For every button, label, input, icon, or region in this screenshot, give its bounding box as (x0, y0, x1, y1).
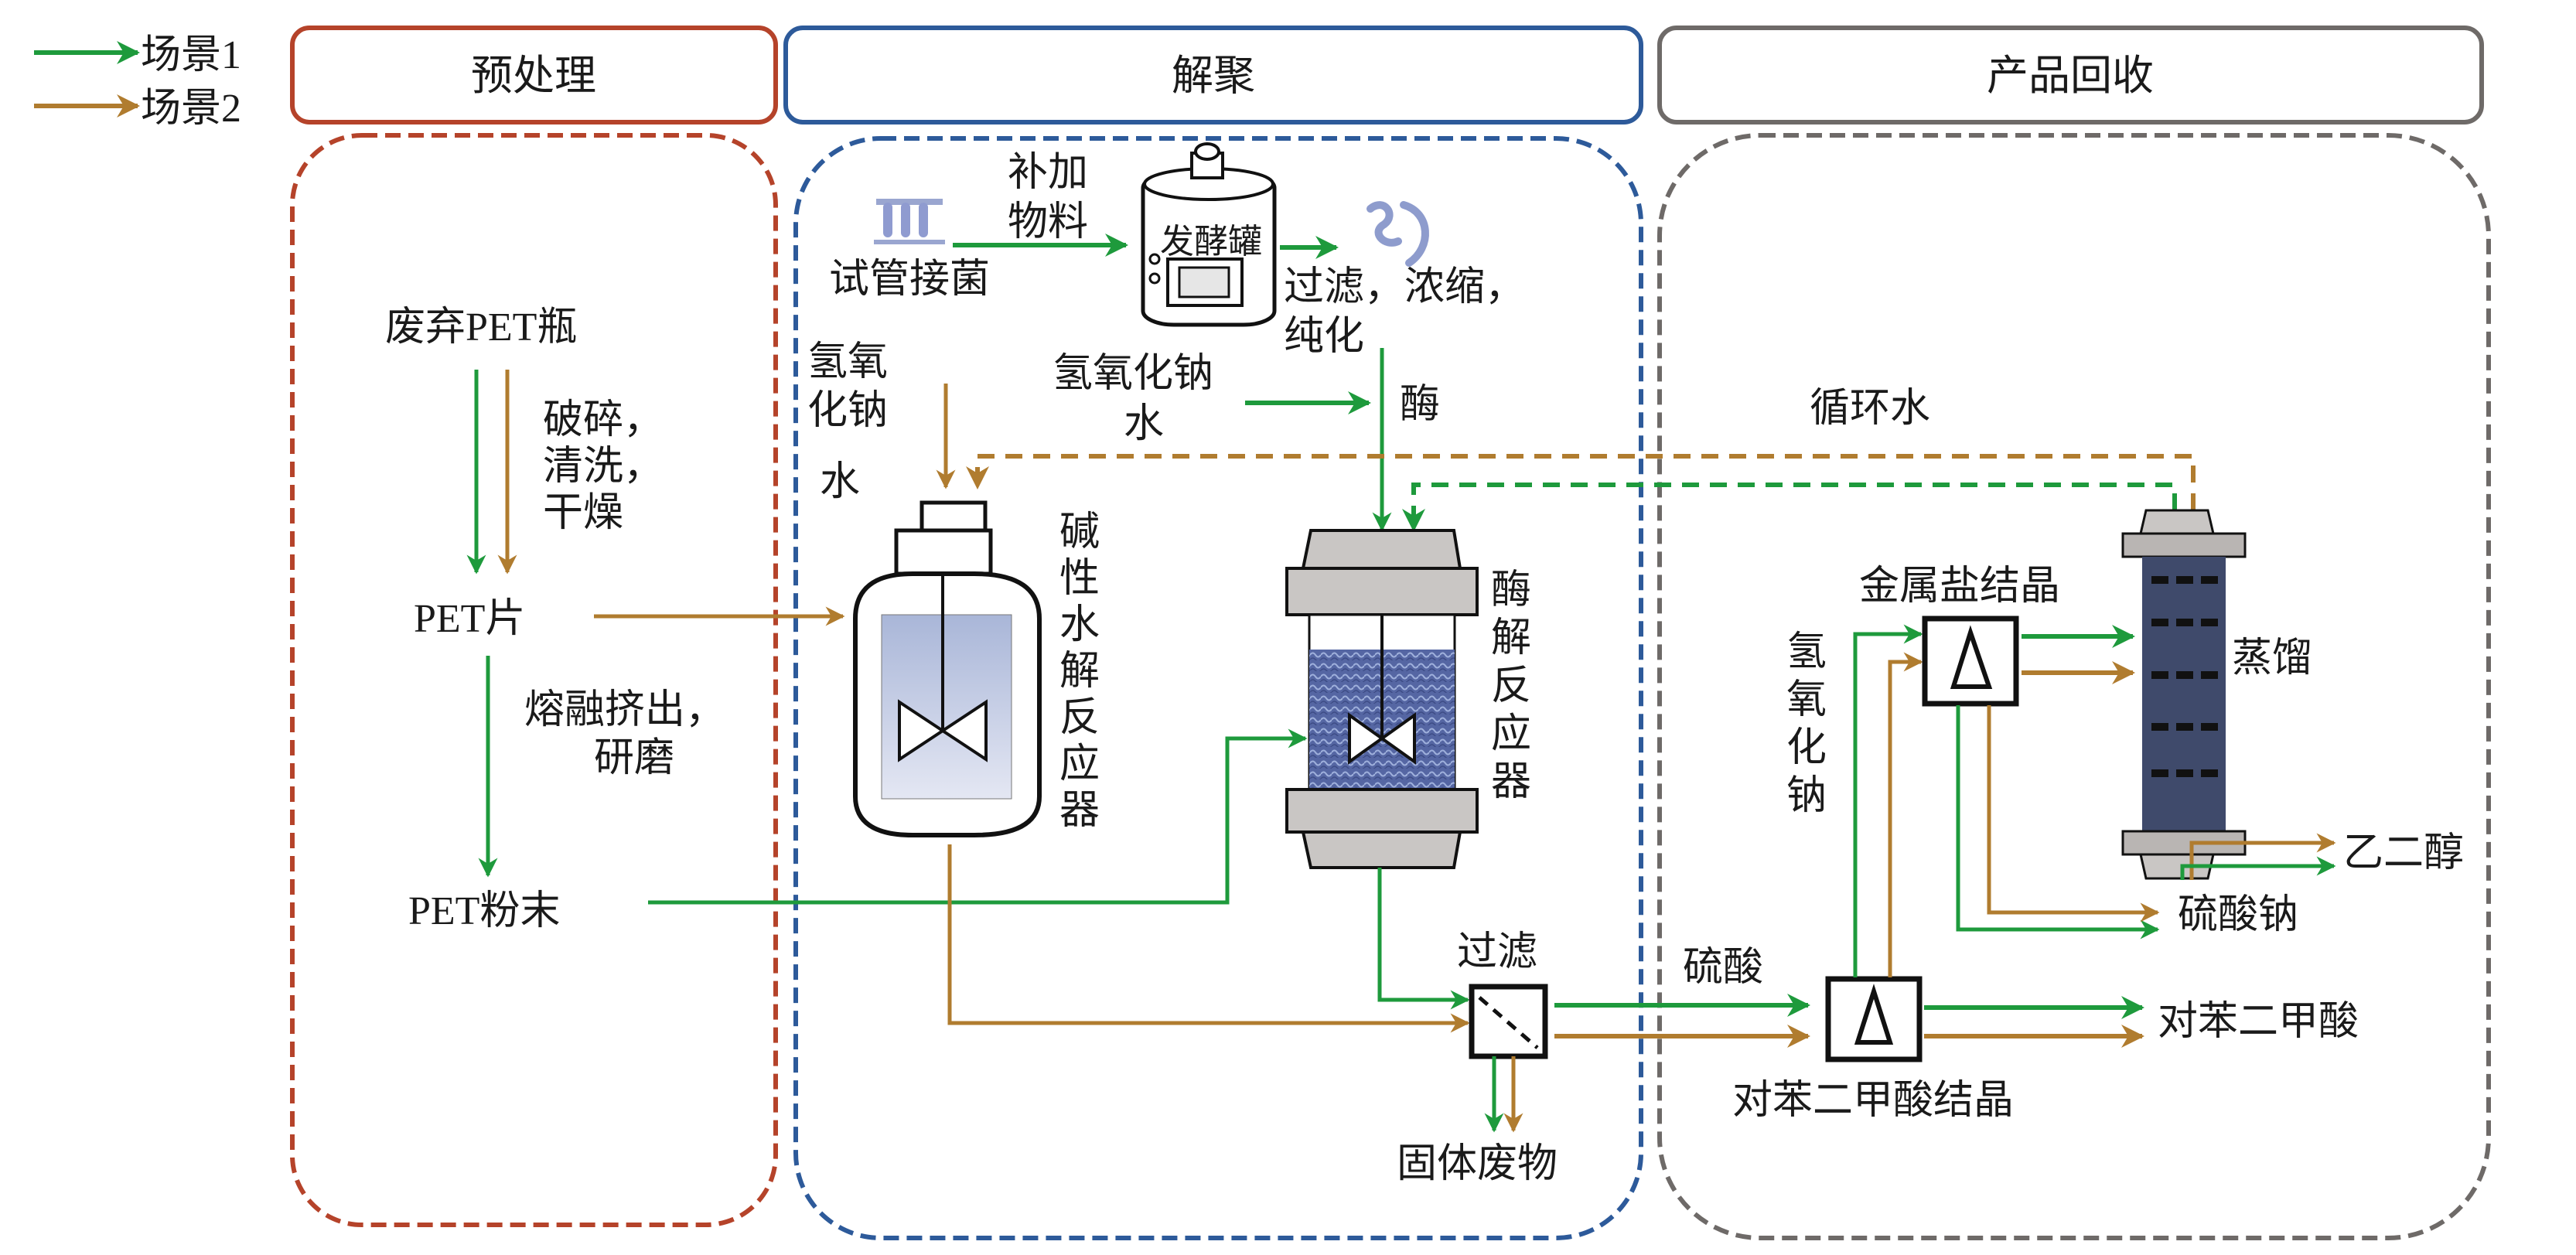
water-left-label: 水 (820, 459, 860, 505)
recycle-water-line-s1 (1402, 483, 2177, 532)
svg-text:解: 解 (1059, 648, 1100, 694)
legend-scenario2-label: 场景2 (141, 87, 241, 131)
svg-text:氢: 氢 (1786, 629, 1827, 675)
stage-header-pretreatment-label: 预处理 (471, 51, 596, 100)
water-mid-label: 水 (1124, 401, 1164, 447)
enzymatic-hydrolysis-reactor-icon (1285, 529, 1479, 869)
svg-text:碱: 碱 (1059, 509, 1100, 555)
enzymatic-hydrolysis-reactor-label: 酶 解 反 应 器 (1491, 567, 1531, 805)
flow-alkaline-reactor-to-filter-s2 (947, 844, 1470, 1033)
waste-pet-bottle-label: 废弃PET瓶 (385, 305, 577, 350)
svg-text:补加: 补加 (1008, 149, 1088, 196)
crush-wash-dry-label: 破碎， 清洗， 干燥 (543, 397, 664, 536)
solid-waste-label: 固体废物 (1397, 1141, 1558, 1187)
recycle-water-label: 循环水 (1810, 385, 1930, 431)
test-tube-rack-icon (874, 199, 945, 244)
svg-text:清洗，: 清洗， (543, 443, 664, 489)
region-depolymerization (793, 136, 1643, 1240)
stage-header-product-recovery: 产品回收 (1657, 26, 2484, 124)
svg-text:化: 化 (1786, 725, 1827, 771)
svg-text:反: 反 (1059, 694, 1100, 741)
tpa-crystallization-label: 对苯二甲酸结晶 (1732, 1077, 2014, 1124)
melt-extrude-grind-label: 熔融挤出， 研磨 (524, 687, 725, 781)
filter-concentrate-purify-label: 过滤，浓缩， 纯化 (1284, 264, 1525, 360)
svg-text:研磨: 研磨 (594, 735, 674, 781)
distillation-label: 蒸馏 (2232, 635, 2312, 681)
flow-distillation-bottom-to-eg-s1 (2180, 856, 2336, 880)
terephthalic-acid-label: 对苯二甲酸 (2158, 998, 2359, 1045)
supplementary-feed-label: 补加 物料 (1008, 149, 1088, 245)
svg-text:熔融挤出，: 熔融挤出， (524, 687, 725, 733)
alkaline-hydrolysis-reactor-label: 碱 性 水 解 反 应 器 (1059, 509, 1100, 834)
svg-text:应: 应 (1059, 741, 1100, 787)
svg-text:性: 性 (1059, 555, 1100, 602)
svg-text:氢氧: 氢氧 (807, 339, 888, 385)
filter-label: 过滤 (1457, 929, 1537, 975)
svg-text:干燥: 干燥 (543, 489, 623, 536)
svg-text:解: 解 (1491, 615, 1531, 661)
stage-header-product-recovery-label: 产品回收 (1987, 51, 2154, 100)
ethylene-glycol-label: 乙二醇 (2343, 830, 2464, 876)
flow-metal-salt-to-sodium-sulfate-s2 (1987, 705, 2160, 922)
stage-header-depolymerization: 解聚 (783, 26, 1643, 124)
naoh-left-label: 氢氧 化钠 (807, 339, 888, 434)
filter-icon (1469, 984, 1548, 1059)
recycle-water-line-s2 (966, 454, 2196, 510)
fermenter-icon (1141, 142, 1277, 327)
svg-text:反: 反 (1491, 663, 1531, 709)
tpa-crystallizer-icon (1825, 976, 1923, 1062)
legend-scenario1-label: 场景1 (141, 33, 241, 77)
fermenter-label: 发酵罐 (1160, 222, 1262, 261)
pet-flake-label: PET片 (414, 597, 525, 641)
svg-text:钠: 钠 (1786, 772, 1827, 819)
flow-powder-to-enzyme-reactor-s1 (648, 728, 1308, 905)
svg-text:化钠: 化钠 (807, 387, 888, 434)
sodium-sulfate-label: 硫酸钠 (2178, 892, 2298, 938)
svg-text:应: 应 (1491, 711, 1531, 757)
enzyme-label: 酶 (1400, 381, 1440, 428)
svg-text:破碎，: 破碎， (543, 397, 664, 443)
stage-header-pretreatment: 预处理 (290, 26, 778, 124)
metal-salt-crystallizer-icon (1922, 616, 2019, 707)
svg-text:水: 水 (1059, 602, 1100, 648)
flow-metal-salt-to-sodium-sulfate-s1 (1956, 705, 2160, 940)
svg-text:器: 器 (1059, 787, 1100, 834)
enzyme-icon (1366, 201, 1429, 267)
region-product-recovery (1657, 133, 2491, 1240)
svg-text:纯化: 纯化 (1284, 313, 1364, 360)
metal-salt-crystallization-label: 金属盐结晶 (1859, 563, 2060, 609)
sulfuric-acid-label: 硫酸 (1683, 944, 1763, 991)
flow-enzyme-reactor-to-filter-s1 (1377, 868, 1470, 1010)
svg-text:氧: 氧 (1786, 677, 1827, 723)
flow-tpa-cryst-to-metal-salt-s1 (1853, 624, 1923, 977)
pet-powder-label: PET粉末 (408, 889, 560, 933)
svg-text:酶: 酶 (1491, 567, 1531, 613)
svg-text:物料: 物料 (1008, 199, 1088, 245)
stage-header-depolymerization-label: 解聚 (1172, 51, 1255, 100)
naoh-mid-label: 氢氧化钠 (1053, 350, 1213, 397)
alkaline-hydrolysis-reactor-icon (853, 500, 1042, 837)
flow-tpa-cryst-to-metal-salt-s2 (1888, 652, 1923, 977)
naoh-vertical-label: 氢 氧 化 钠 (1786, 629, 1827, 819)
test-tube-inoculation-label: 试管接菌 (829, 256, 990, 302)
distillation-column-icon (2121, 509, 2247, 880)
legend: 场景1 场景2 (34, 33, 241, 131)
svg-text:过滤，浓缩，: 过滤，浓缩， (1284, 264, 1525, 310)
region-pretreatment (290, 133, 778, 1227)
svg-text:器: 器 (1491, 759, 1531, 805)
